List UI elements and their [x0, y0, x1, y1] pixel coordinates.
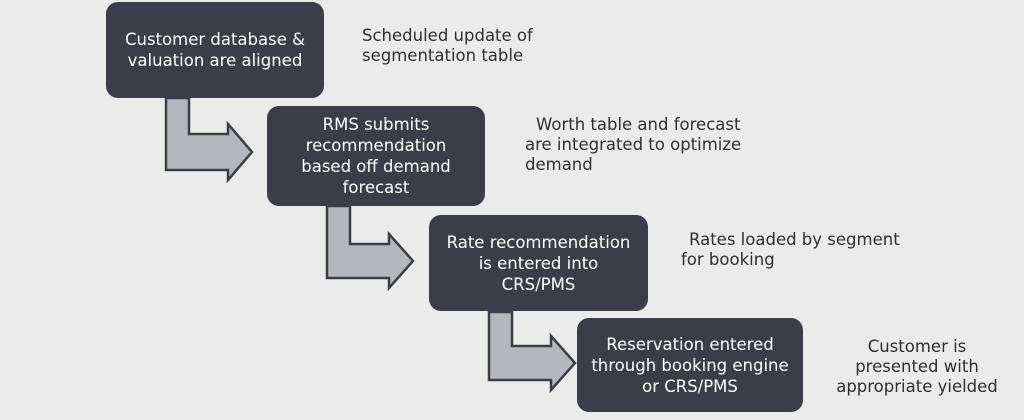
step-2-line-2: recommendation [305, 136, 447, 155]
step-3-line-3: CRS/PMS [501, 274, 576, 294]
step-2-line-4: forecast [342, 178, 410, 197]
step-3-line-1: Rate recommendation [446, 232, 631, 252]
note-3-line-2: for booking [681, 250, 775, 269]
note-rates-loaded: Rates loaded by segment for booking [681, 230, 900, 270]
note-2-line-2: are integrated to optimize [525, 135, 742, 154]
note-2-line-1: Worth table and forecast [536, 115, 741, 134]
step-1-line-2: valuation are aligned [127, 51, 303, 70]
step-box-reservation-entered: Reservation entered through booking engi… [577, 318, 803, 412]
note-4-line-3: appropriate yielded [836, 377, 998, 396]
step-3-line-2: is entered into [478, 253, 599, 273]
step-box-customer-database: Customer database & valuation are aligne… [106, 2, 324, 98]
note-4-line-2: presented with [855, 357, 979, 376]
step-4-line-1: Reservation entered [606, 334, 774, 354]
step-2-line-1: RMS submits [322, 115, 430, 134]
step-2-line-3: based off demand [301, 157, 451, 176]
arrow-step2-to-step3 [325, 204, 415, 292]
note-customer-presented: Customer is presented with appropriate y… [826, 337, 1008, 420]
note-4-line-1: Customer is [867, 337, 967, 356]
step-4-line-2: through booking engine [591, 355, 789, 375]
note-3-line-1: Rates loaded by segment [689, 230, 900, 249]
step-1-line-1: Customer database & [124, 30, 305, 49]
note-1-line-2: segmentation table [362, 46, 524, 65]
step-4-line-3: or CRS/PMS [642, 376, 738, 396]
note-worth-table: Worth table and forecast are integrated … [525, 115, 741, 175]
note-2-line-3: demand [525, 155, 593, 174]
step-box-rms-submits: RMS submits recommendation based off dem… [267, 106, 485, 206]
note-1-line-1: Scheduled update of [362, 26, 533, 45]
arrow-step1-to-step2 [164, 96, 254, 184]
step-box-rate-recommendation: Rate recommendation is entered into CRS/… [429, 215, 648, 311]
arrow-step3-to-step4 [487, 310, 577, 394]
note-scheduled-update: Scheduled update of segmentation table [362, 26, 533, 66]
